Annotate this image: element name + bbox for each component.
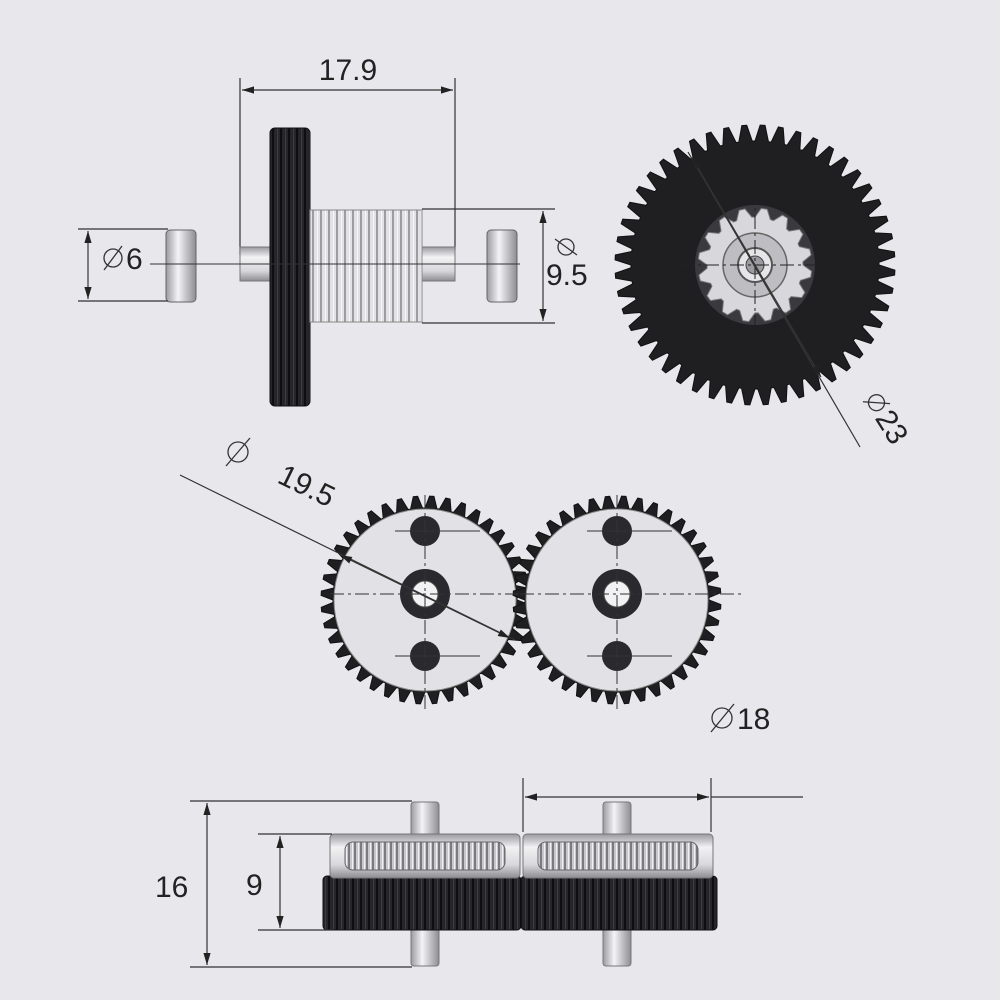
diameter-icon xyxy=(862,394,891,412)
bearing-right xyxy=(486,229,518,303)
dim-drive-gear-diameter xyxy=(179,474,516,641)
label-shaft-length: 17.9 xyxy=(319,54,377,87)
label-idler-diameter: 18 xyxy=(737,703,770,736)
dim-pinion-diameter xyxy=(422,208,555,324)
dim-shaft-length xyxy=(239,78,456,255)
dim-big-gear-diameter xyxy=(687,151,861,448)
label-pinion-diameter: 9.5 xyxy=(546,259,588,292)
diameter-icon xyxy=(710,703,735,733)
label-gear-height: 9 xyxy=(246,869,263,902)
knurl-left xyxy=(344,841,506,871)
big-gear-front-view: 23 xyxy=(614,124,914,450)
bearing-left xyxy=(165,229,197,303)
big-gear-diameter-label-group: 23 xyxy=(862,394,914,450)
dim-total-height xyxy=(190,800,412,968)
label-total-height: 16 xyxy=(155,871,188,904)
label-bearing-diameter: 6 xyxy=(126,243,143,276)
drive-gear-label-group: 19.5 xyxy=(273,459,340,514)
diameter-icon xyxy=(225,437,251,467)
drive-gears-side-view: 16 9 xyxy=(155,778,803,968)
shaft-side-view: 17.9 6 9.5 xyxy=(78,54,588,407)
big-gear-side xyxy=(269,127,311,407)
drive-gears-front-view: 19.5 18 xyxy=(179,437,770,736)
label-drive-gear-diameter: 19.5 xyxy=(273,459,340,514)
diameter-icon xyxy=(554,238,578,256)
pinion-spline-side xyxy=(309,209,423,323)
dim-center-distance xyxy=(522,778,803,832)
dim-gear-height xyxy=(258,833,332,931)
drive-gear-right-holes xyxy=(592,516,642,671)
diameter-icon xyxy=(103,245,123,271)
label-big-gear-diameter: 23 xyxy=(868,404,914,450)
gear-body-left xyxy=(322,875,522,931)
gear-body-right xyxy=(520,875,718,931)
knurl-right xyxy=(537,841,699,871)
dim-bearing-diameter xyxy=(78,228,168,302)
